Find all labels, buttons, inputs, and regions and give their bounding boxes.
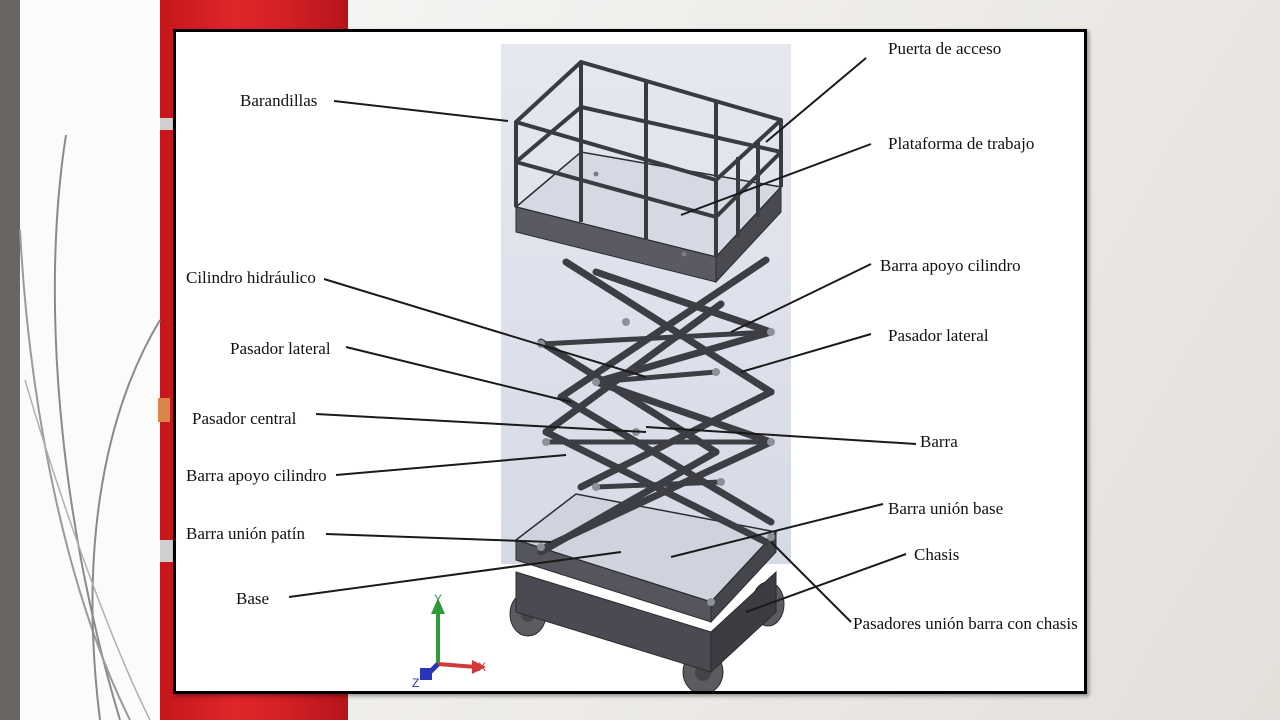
- label-barra-apoyo-cilindro-left: Barra apoyo cilindro: [186, 466, 327, 485]
- label-chasis: Chasis: [914, 545, 960, 564]
- label-pasador-lateral-left: Pasador lateral: [230, 339, 331, 358]
- scissor-arms: [537, 256, 775, 556]
- scissor-pins: [537, 318, 775, 606]
- label-barra-apoyo-cilindro-right: Barra apoyo cilindro: [880, 256, 1021, 275]
- label-barra-union-patin: Barra unión patín: [186, 524, 305, 543]
- scissor-lift-figure: Barandillas Puerta de acceso Plataforma …: [173, 29, 1087, 694]
- label-barra: Barra: [920, 432, 958, 451]
- axis-z-label: Z: [412, 676, 420, 690]
- leader-lines: [288, 57, 917, 623]
- label-plataforma-de-trabajo: Plataforma de trabajo: [888, 134, 1035, 153]
- scissor-lift-drawing: [288, 44, 917, 691]
- label-puerta-de-acceso: Puerta de acceso: [888, 39, 1002, 58]
- label-barra-union-base: Barra unión base: [888, 499, 1004, 518]
- label-pasador-lateral-right: Pasador lateral: [888, 326, 989, 345]
- slide-left-strip: [0, 0, 20, 720]
- label-pasadores-union-barra-con-chasis: Pasadores unión barra con chasis: [853, 614, 1078, 633]
- axis-triad: [420, 598, 486, 680]
- label-pasador-central: Pasador central: [192, 409, 297, 428]
- axis-x-label: X: [478, 660, 487, 674]
- label-cilindro-hidraulico: Cilindro hidráulico: [186, 268, 316, 287]
- decorative-swoosh: [19, 134, 170, 720]
- label-barandillas: Barandillas: [240, 91, 318, 110]
- axis-y-label: Y: [434, 592, 443, 606]
- guardrails: [514, 60, 783, 257]
- label-base: Base: [236, 589, 270, 608]
